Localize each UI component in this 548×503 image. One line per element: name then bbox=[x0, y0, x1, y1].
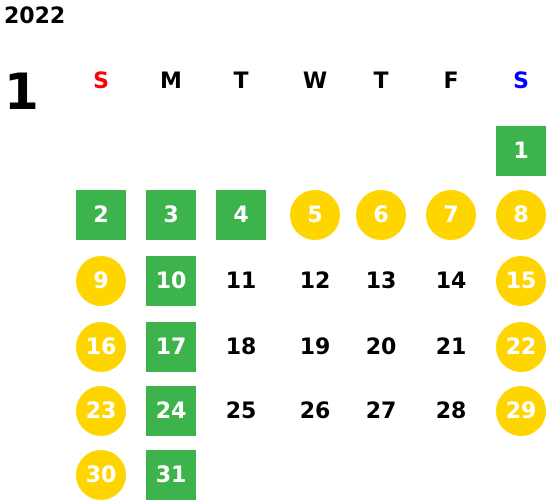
day-cell: 3 bbox=[146, 190, 196, 240]
day-cell: 4 bbox=[216, 190, 266, 240]
day-cell: 6 bbox=[356, 190, 406, 240]
day-cell: 19 bbox=[299, 334, 331, 360]
month-number: 1 bbox=[4, 63, 39, 121]
day-cell: 27 bbox=[365, 398, 397, 424]
year-label: 2022 bbox=[4, 4, 66, 29]
day-cell: 31 bbox=[146, 450, 196, 500]
day-cell: 17 bbox=[146, 322, 196, 372]
day-cell: 7 bbox=[426, 190, 476, 240]
day-cell: 16 bbox=[76, 322, 126, 372]
day-cell: 8 bbox=[496, 190, 546, 240]
weekday-tuesday: T bbox=[233, 68, 249, 94]
day-cell: 12 bbox=[299, 268, 331, 294]
day-cell: 2 bbox=[76, 190, 126, 240]
day-cell: 14 bbox=[435, 268, 467, 294]
day-cell: 9 bbox=[76, 256, 126, 306]
day-cell: 26 bbox=[299, 398, 331, 424]
weekday-sunday: S bbox=[93, 68, 109, 94]
day-cell: 25 bbox=[225, 398, 257, 424]
day-cell: 18 bbox=[225, 334, 257, 360]
day-cell: 1 bbox=[496, 126, 546, 176]
day-cell: 15 bbox=[496, 256, 546, 306]
day-cell: 10 bbox=[146, 256, 196, 306]
day-cell: 5 bbox=[290, 190, 340, 240]
day-cell: 30 bbox=[76, 450, 126, 500]
weekday-friday: F bbox=[443, 68, 459, 94]
day-cell: 13 bbox=[365, 268, 397, 294]
weekday-monday: M bbox=[160, 68, 182, 94]
day-cell: 28 bbox=[435, 398, 467, 424]
weekday-thursday: T bbox=[373, 68, 389, 94]
day-cell: 20 bbox=[365, 334, 397, 360]
day-cell: 29 bbox=[496, 386, 546, 436]
day-cell: 22 bbox=[496, 322, 546, 372]
weekday-saturday: S bbox=[513, 68, 529, 94]
weekday-wednesday: W bbox=[302, 68, 328, 94]
day-cell: 23 bbox=[76, 386, 126, 436]
day-cell: 11 bbox=[225, 268, 257, 294]
day-cell: 21 bbox=[435, 334, 467, 360]
day-cell: 24 bbox=[146, 386, 196, 436]
